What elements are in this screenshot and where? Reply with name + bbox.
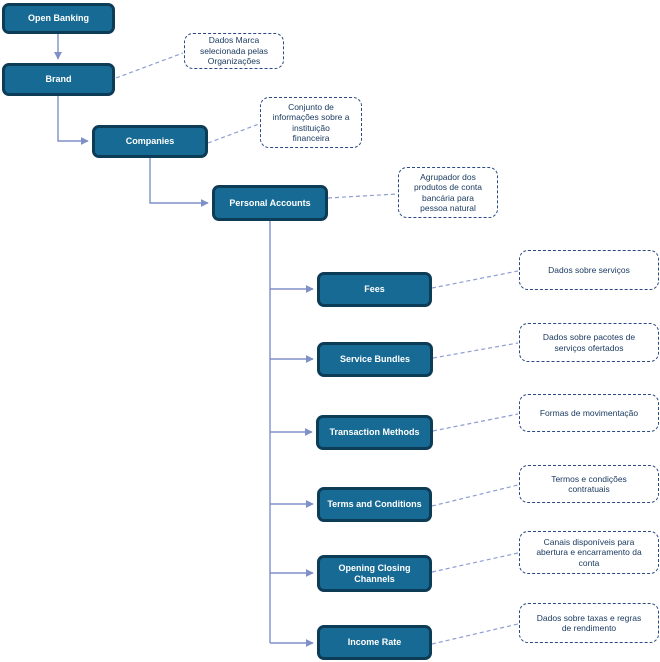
- annotation-link-termsconditions: [431, 484, 519, 507]
- node-fees: Fees: [317, 272, 432, 307]
- annotation-link-incomerate: [431, 623, 519, 645]
- node-service-bundles: Service Bundles: [317, 342, 433, 377]
- node-open-banking: Open Banking: [2, 3, 115, 34]
- annotation-link-openingclosing: [431, 552, 519, 573]
- annotation-link-personalaccounts: [327, 193, 398, 199]
- node-terms-and-conditions: Terms and Conditions: [317, 487, 432, 522]
- node-income-rate: Income Rate: [317, 625, 432, 660]
- annotation-link-fees: [431, 270, 519, 289]
- annotation-companies: Conjunto de informações sobre a institui…: [260, 97, 362, 148]
- annotation-service-bundles: Dados sobre pacotes de serviços ofertado…: [519, 323, 659, 362]
- annotation-personal-accounts: Agrupador dos produtos de conta bancária…: [398, 167, 498, 218]
- annotation-terms-and-conditions: Termos e condições contratuais: [519, 465, 659, 503]
- node-personal-accounts: Personal Accounts: [212, 185, 328, 221]
- annotation-opening-closing-channels: Canais disponíveis para abertura e encar…: [519, 531, 659, 574]
- annotation-link-brand: [115, 52, 184, 79]
- node-brand: Brand: [2, 63, 115, 96]
- edge-brand-companies: [57, 96, 89, 145]
- annotation-income-rate: Dados sobre taxas e regras de rendimento: [519, 603, 659, 643]
- edge-companies-personalaccounts: [149, 158, 209, 207]
- annotation-link-servicebundles: [432, 342, 519, 359]
- annotation-link-companies: [207, 123, 260, 144]
- annotation-link-transactionmethods: [432, 413, 519, 432]
- node-opening-closing-channels: Opening Closing Channels: [317, 555, 432, 592]
- node-transaction-methods: Transaction Methods: [316, 415, 433, 450]
- node-companies: Companies: [92, 125, 208, 158]
- annotation-fees: Dados sobre serviços: [519, 250, 659, 290]
- annotation-transaction-methods: Formas de movimentação: [519, 394, 659, 432]
- annotation-brand: Dados Marca selecionada pelas Organizaçõ…: [184, 33, 284, 69]
